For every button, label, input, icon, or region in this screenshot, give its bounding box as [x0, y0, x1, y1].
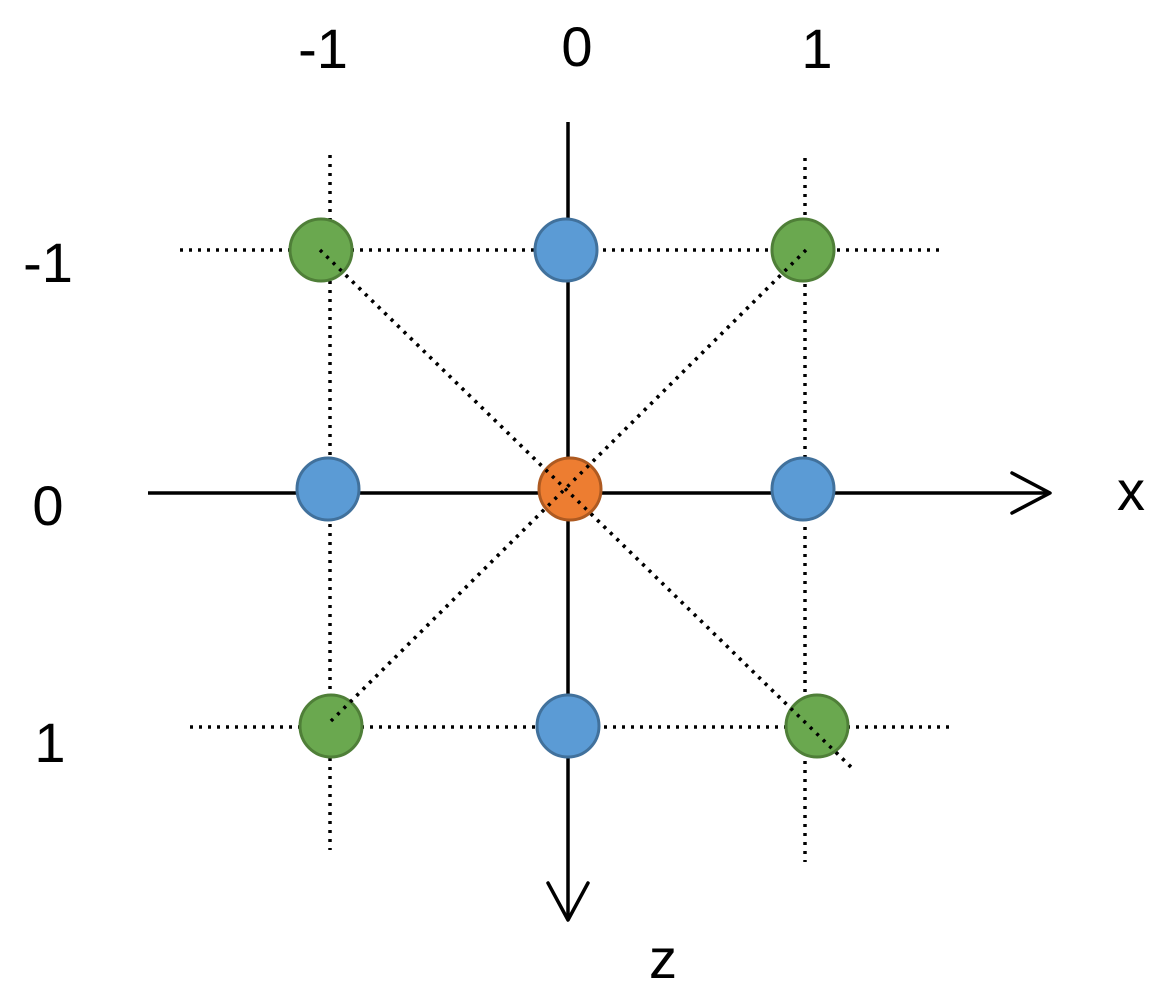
diagonal-node-col-1-row-neg1 [770, 217, 836, 283]
diagonal-line-main-overlay [318, 248, 854, 770]
row-label-1: 1 [34, 711, 65, 774]
column-label-neg1: -1 [298, 17, 348, 80]
axial-node-col-0-row-neg1 [533, 217, 599, 283]
column-label-0: 0 [561, 15, 592, 78]
z-axis-arrowhead [546, 881, 590, 922]
axial-node-col-1-row-0 [770, 456, 836, 522]
diagonal-node-col-neg1-row-1 [298, 693, 364, 759]
z-axis-label: z [649, 927, 677, 990]
x-axis-arrowhead [1010, 471, 1052, 515]
axial-node-col-0-row-1 [535, 693, 601, 759]
column-label-1: 1 [801, 17, 832, 80]
diagonal-node-col-1-row-1 [784, 693, 850, 759]
row-label-0: 0 [32, 474, 63, 537]
lattice-nodes [288, 217, 850, 759]
diagonal-line-anti-overlay [328, 248, 808, 724]
axial-node-col-neg1-row-0 [295, 456, 361, 522]
center-node-col-0-row-0 [537, 456, 603, 522]
x-axis-label: x [1117, 459, 1145, 522]
row-label-neg1: -1 [23, 231, 73, 294]
